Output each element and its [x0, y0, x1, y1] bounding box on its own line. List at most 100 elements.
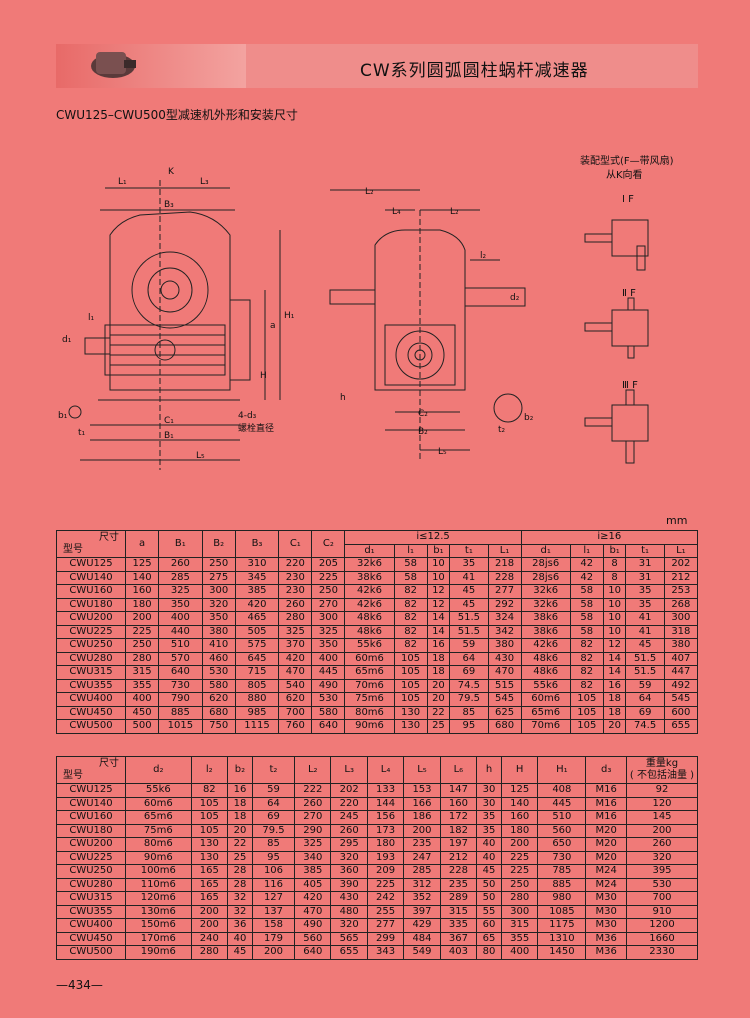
table1-subheader: d₁ [344, 543, 395, 558]
table-cell: 300 [311, 611, 346, 626]
table-cell: 41 [625, 611, 665, 626]
table-cell: 400 [158, 611, 203, 626]
table-cell: 218 [487, 557, 522, 572]
table-cell: 270 [311, 597, 346, 612]
table-cell: 18 [602, 705, 627, 720]
table-cell: 42 [569, 570, 604, 585]
table-cell: 985 [234, 705, 280, 720]
model-cell: CWU140 [56, 570, 126, 585]
table-cell: 760 [278, 719, 313, 734]
model-cell: CWU180 [56, 597, 126, 612]
table-cell: 92 [626, 783, 698, 798]
model-cell: CWU225 [56, 850, 126, 865]
table-cell: 445 [311, 665, 346, 680]
table-cell: 106 [251, 864, 296, 879]
table-cell: 130 [190, 850, 229, 865]
table-cell: 380 [201, 624, 236, 639]
table-cell: 186 [403, 810, 441, 825]
table-cell: 407 [663, 651, 699, 666]
label-bolt-text: 螺栓直径 [238, 422, 274, 434]
label-b2: B₂ [418, 427, 428, 437]
table-cell: 420 [234, 597, 280, 612]
table-cell: 510 [158, 638, 203, 653]
table-cell: 360 [330, 864, 368, 879]
table-cell: 345 [234, 570, 280, 585]
table-cell: 60 [476, 918, 502, 933]
table-cell: 470 [487, 665, 522, 680]
table2-header: H₁ [537, 756, 587, 784]
table-cell: 1085 [537, 904, 587, 919]
table-cell: 655 [330, 945, 368, 960]
table-cell: 385 [294, 864, 332, 879]
table-cell: 55k6 [520, 678, 571, 693]
table-cell: 268 [663, 597, 699, 612]
table-cell: 40 [227, 931, 253, 946]
table-cell: 105 [190, 823, 229, 838]
table-cell: 785 [537, 864, 587, 879]
table-cell: 125 [124, 557, 160, 572]
table-cell: 730 [537, 850, 587, 865]
table-cell: 680 [201, 705, 236, 720]
label-l1-small: l₁ [88, 313, 95, 323]
model-cell: CWU450 [56, 931, 126, 946]
table-cell: 655 [663, 719, 699, 734]
table-cell: 48k6 [520, 651, 571, 666]
table-cell: 48k6 [344, 611, 395, 626]
table-cell: 130 [190, 837, 229, 852]
page-number: —434— [56, 978, 103, 992]
table-cell: 10 [602, 597, 627, 612]
table-cell: 41 [449, 570, 489, 585]
table-cell: 75m6 [125, 823, 192, 838]
table-cell: 16 [426, 638, 451, 653]
table-cell: 260 [330, 823, 368, 838]
table-cell: 70m6 [344, 678, 395, 693]
table-cell: 14 [426, 611, 451, 626]
table-cell: 300 [500, 904, 539, 919]
table-cell: 885 [158, 705, 203, 720]
table-cell: 250 [201, 557, 236, 572]
table-cell: 180 [500, 823, 539, 838]
table-cell: 400 [124, 692, 160, 707]
section-subtitle: CWU125–CWU500型减速机外形和安装尺寸 [56, 108, 298, 122]
table-cell: 51.5 [625, 665, 665, 680]
table-cell: 35 [476, 823, 502, 838]
table-cell: M16 [585, 796, 627, 811]
table-cell: 48k6 [520, 665, 571, 680]
model-cell: CWU315 [56, 665, 126, 680]
table-cell: 165 [190, 864, 229, 879]
table-cell: 325 [294, 837, 332, 852]
table-cell: 158 [251, 918, 296, 933]
table-cell: 31 [625, 557, 665, 572]
label-b1-small: b₁ [58, 411, 68, 421]
table-cell: 40 [476, 837, 502, 852]
table-cell: 320 [330, 918, 368, 933]
table-cell: 209 [366, 864, 405, 879]
table-cell: 580 [311, 705, 346, 720]
table1-corner: 尺寸型号 [56, 530, 126, 558]
table-cell: 20 [227, 823, 253, 838]
table-cell: 100m6 [125, 864, 192, 879]
table-cell: 35 [625, 597, 665, 612]
table-cell: 2330 [626, 945, 698, 960]
table-cell: 600 [663, 705, 699, 720]
table-cell: 10 [602, 611, 627, 626]
table-cell: 235 [439, 877, 478, 892]
table-cell: 715 [234, 665, 280, 680]
table1-header: B₂ [201, 530, 236, 558]
table-cell: 65m6 [520, 705, 571, 720]
table-cell: 30 [476, 783, 502, 798]
table-cell: 45 [625, 638, 665, 653]
table-cell: 200 [124, 611, 160, 626]
table-cell: 180 [366, 837, 405, 852]
table-cell: 35 [625, 584, 665, 599]
table-cell: 490 [311, 678, 346, 693]
